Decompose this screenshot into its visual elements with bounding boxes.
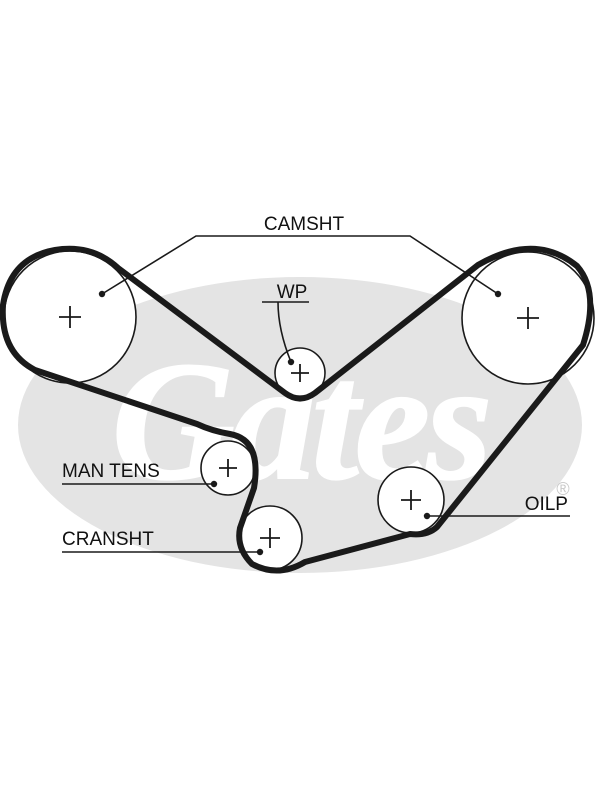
timing-belt bbox=[0, 245, 594, 574]
label-crankshaft: CRANSHT bbox=[62, 529, 154, 550]
label-manual-tensioner: MAN TENS bbox=[62, 461, 160, 482]
registered-mark: ® bbox=[556, 479, 569, 499]
leader-dots bbox=[98, 290, 502, 556]
label-camshaft: CAMSHT bbox=[264, 214, 345, 235]
pulley-manual-tensioner bbox=[200, 440, 256, 496]
pulley-water-pump bbox=[274, 347, 326, 399]
pulley-camshaft-right bbox=[461, 251, 595, 385]
label-oil-pump: OILP bbox=[525, 494, 568, 515]
leader-lines bbox=[62, 235, 570, 553]
label-water-pump: WP bbox=[277, 282, 308, 303]
pulley-oil-pump bbox=[377, 466, 445, 534]
